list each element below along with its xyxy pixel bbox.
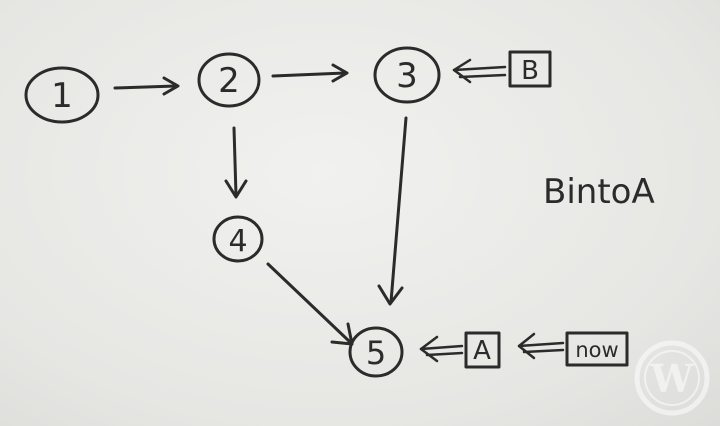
svg-text:4: 4 [228,224,247,259]
svg-text:2: 2 [218,61,240,101]
svg-text:5: 5 [366,334,386,372]
node-2: 2 [197,52,261,108]
svg-text:W: W [650,356,695,401]
node-3: 3 [373,46,441,104]
note-text: BintoA [543,172,655,212]
branch-b-box: B [508,50,552,88]
wordpress-icon: W [634,340,710,416]
arrow-3-to-5 [377,116,408,306]
svg-text:1: 1 [51,76,73,116]
branch-a-box: A [464,331,501,369]
arrow-1-to-2 [113,76,180,96]
node-4: 4 [212,215,264,263]
now-box: now [565,331,629,367]
double-arrow-b-to-3 [452,58,507,84]
svg-text:3: 3 [396,56,418,96]
svg-text:A: A [473,336,491,366]
svg-text:now: now [575,338,618,362]
double-arrow-now-to-a [517,332,565,360]
node-5: 5 [348,326,404,378]
svg-text:B: B [521,56,539,86]
double-arrow-a-to-5 [419,335,464,363]
arrow-4-to-5 [266,262,354,346]
arrow-2-to-3 [271,63,349,83]
node-1: 1 [24,66,100,124]
arrow-2-to-4 [224,126,248,199]
